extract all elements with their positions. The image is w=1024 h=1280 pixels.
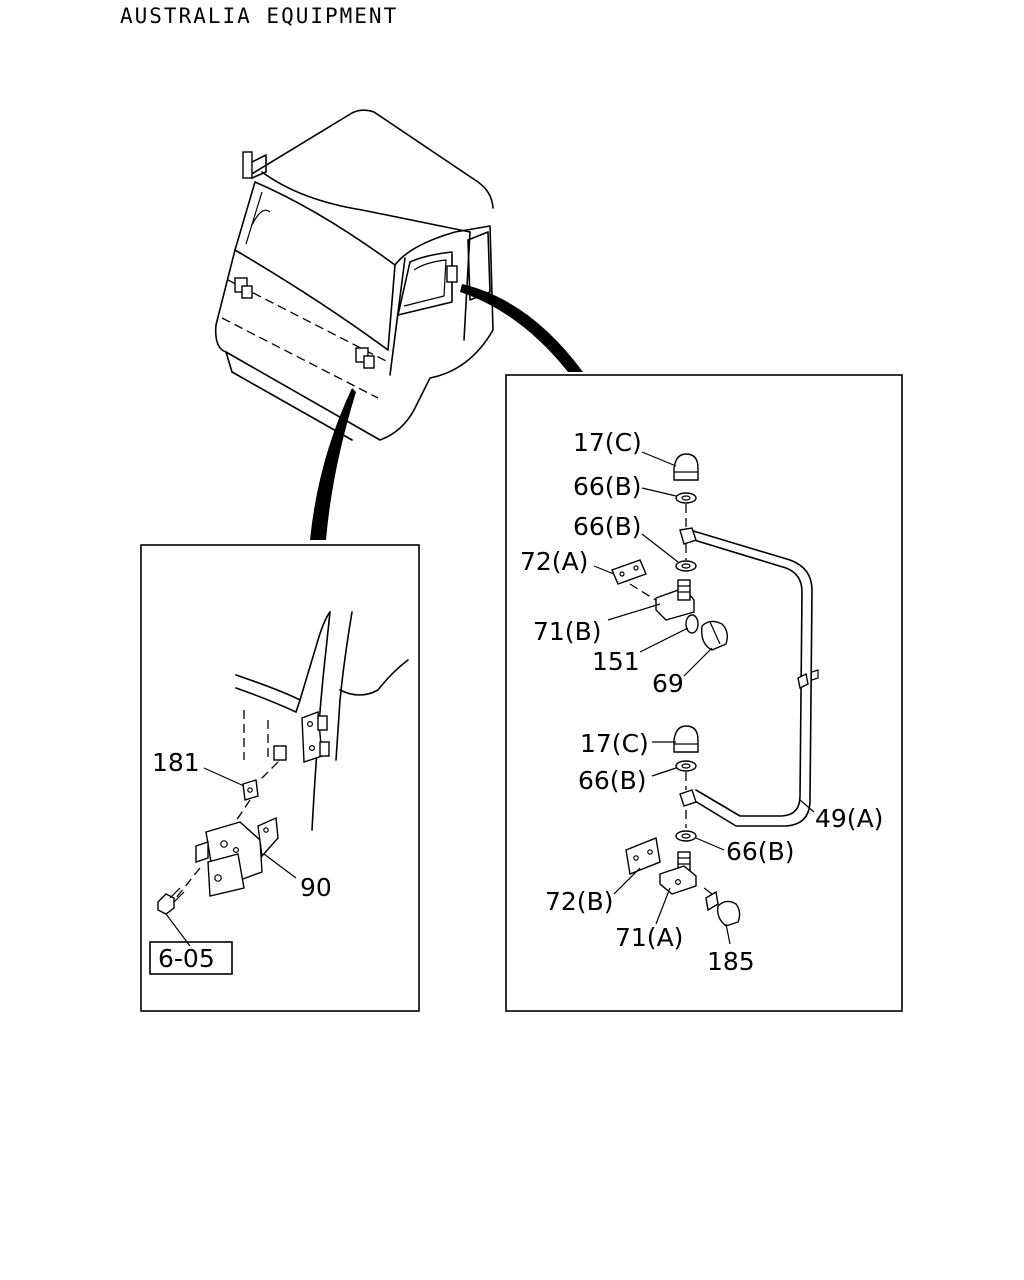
leader-71b — [607, 603, 661, 621]
callout-71b: 71(B) — [533, 617, 601, 646]
page-title: AUSTRALIA EQUIPMENT — [120, 4, 399, 28]
truck-cab-illustration — [214, 109, 494, 441]
leader-66b-1 — [641, 487, 677, 497]
callout-71a: 71(A) — [615, 923, 683, 952]
callout-90: 90 — [300, 873, 332, 902]
leader-90 — [263, 853, 297, 879]
callout-151: 151 — [592, 647, 640, 676]
callout-66b-1: 66(B) — [573, 472, 641, 501]
leader-66b-2 — [641, 533, 679, 563]
leader-151 — [639, 627, 689, 653]
leader-72a — [593, 565, 615, 575]
right-detail-panel — [505, 374, 903, 1012]
leader-66b-3 — [651, 767, 677, 777]
right-panel-illustration — [611, 453, 819, 927]
leader-185 — [725, 923, 731, 945]
leader-69 — [683, 647, 713, 677]
leader-6-05 — [165, 913, 191, 947]
leader-66b-4 — [695, 837, 725, 851]
callout-66b-3: 66(B) — [578, 766, 646, 795]
ref-box-label: 6-05 — [158, 944, 215, 973]
left-detail-pointer — [310, 388, 356, 540]
callout-66b-4: 66(B) — [726, 837, 794, 866]
left-panel-illustration — [157, 611, 409, 915]
leader-72b — [613, 867, 641, 895]
callout-17c-top: 17(C) — [573, 428, 642, 457]
leader-71a — [655, 887, 671, 925]
left-detail-panel — [140, 544, 420, 1012]
ref-box-6-05[interactable] — [149, 941, 233, 975]
callout-69: 69 — [652, 669, 684, 698]
leader-49a — [799, 799, 815, 813]
callout-72b: 72(B) — [545, 887, 613, 916]
right-detail-pointer — [460, 284, 583, 372]
callout-66b-2: 66(B) — [573, 512, 641, 541]
leader-181 — [203, 767, 245, 787]
callout-185: 185 — [707, 947, 755, 976]
callout-17c-bottom: 17(C) — [580, 729, 649, 758]
callout-181: 181 — [152, 748, 200, 777]
callout-72a: 72(A) — [520, 547, 588, 576]
leader-17c-top — [641, 451, 677, 467]
callout-49a: 49(A) — [815, 804, 883, 833]
